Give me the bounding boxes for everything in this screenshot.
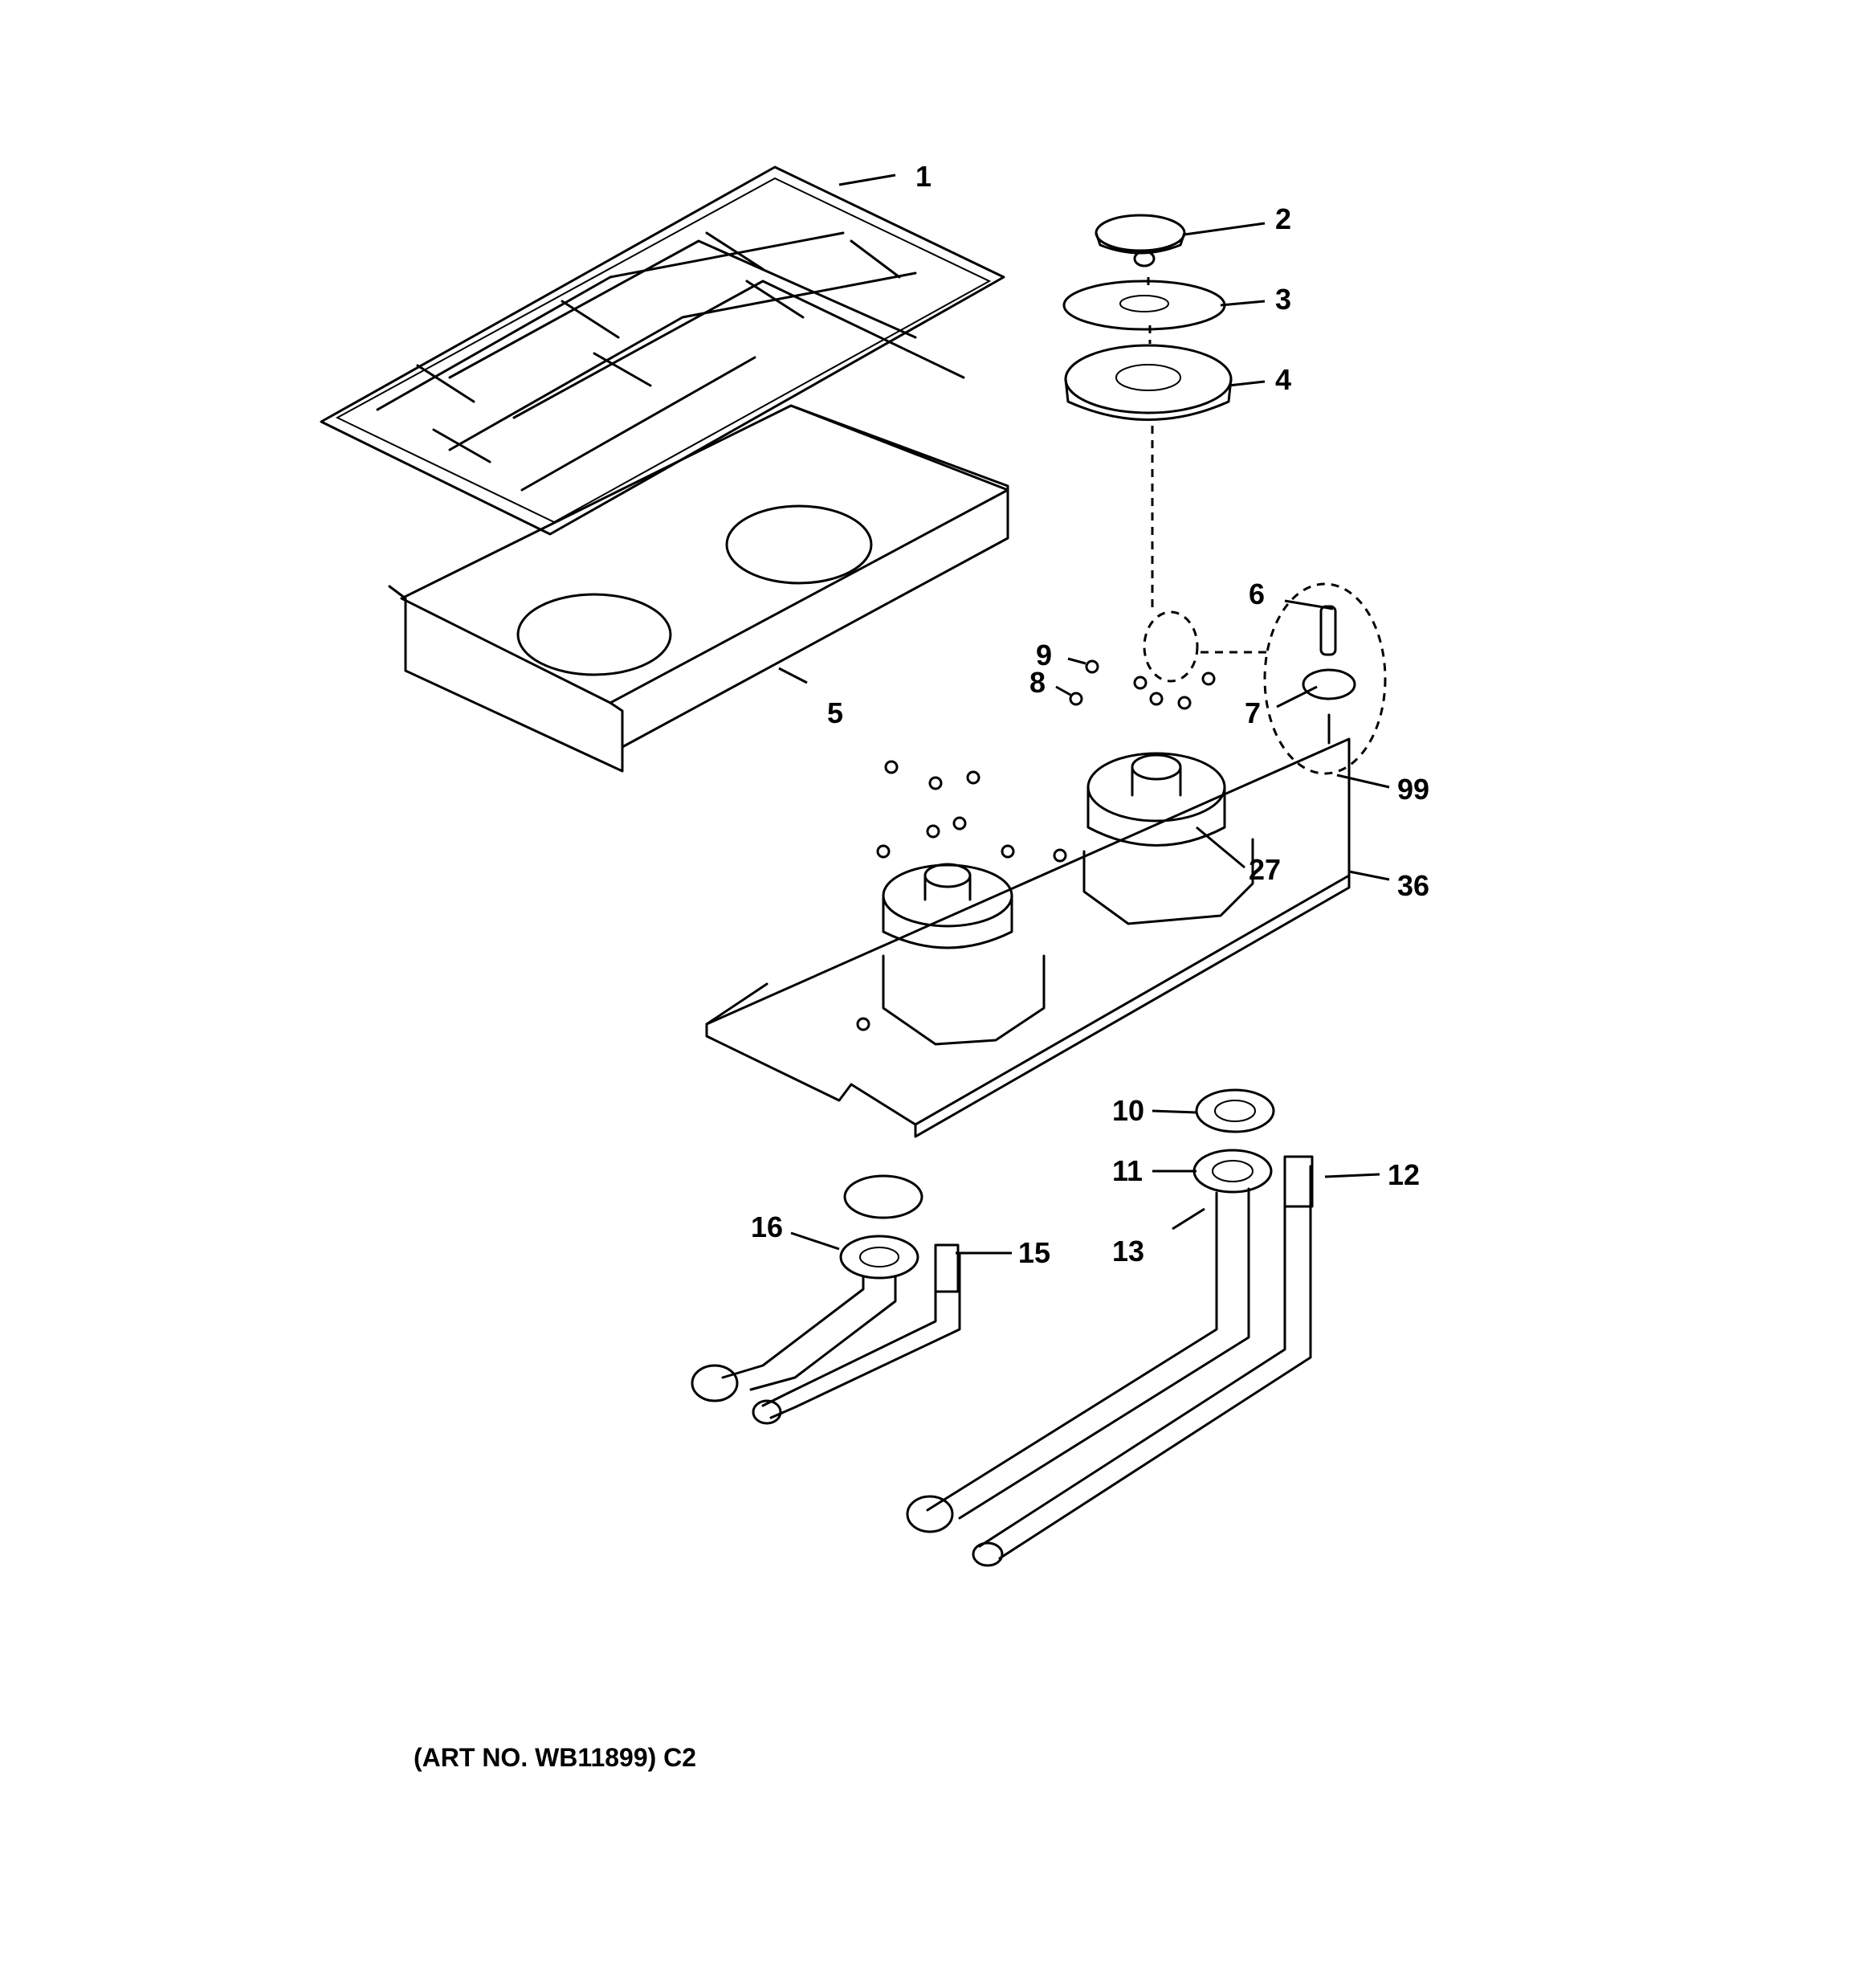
callout-27: 27	[1249, 853, 1281, 886]
callout-36: 36	[1397, 869, 1429, 902]
callout-1: 1	[915, 160, 932, 193]
callout-15: 15	[1018, 1236, 1050, 1269]
callout-8: 8	[1029, 666, 1046, 699]
part-3-burner-spreader	[1062, 280, 1226, 331]
leader-lines	[778, 173, 1390, 1255]
callout-2: 2	[1275, 202, 1291, 235]
screws	[856, 659, 1216, 1031]
callout-99: 99	[1397, 773, 1429, 806]
part-36-burner-box	[705, 737, 1351, 1138]
part-11-gasket	[1192, 1149, 1273, 1194]
callout-16: 16	[751, 1210, 783, 1243]
callout-4: 4	[1275, 363, 1291, 396]
part-4-burner-head	[1064, 344, 1233, 421]
callout-12: 12	[1388, 1158, 1420, 1191]
part-12-burner-tube-right	[906, 1155, 1314, 1567]
callout-6: 6	[1249, 578, 1265, 610]
callout-3: 3	[1275, 283, 1291, 316]
igniter-detail	[1143, 582, 1387, 775]
callout-10: 10	[1112, 1094, 1144, 1127]
part-10-gasket	[1195, 1088, 1275, 1133]
callout-5: 5	[827, 696, 843, 729]
callout-11: 11	[1112, 1154, 1143, 1187]
part-27-burner-left	[882, 863, 1046, 1046]
part-27-burner-right	[1082, 752, 1254, 925]
art-number-caption: (ART NO. WB11899) C2	[414, 1743, 697, 1772]
callout-7: 7	[1245, 696, 1261, 729]
callout-9: 9	[1036, 639, 1052, 672]
part-2-burner-cap	[1095, 214, 1186, 267]
part-5-drip-pan	[388, 404, 1009, 773]
callout-13: 13	[1112, 1235, 1144, 1268]
part-15-burner-tube-left	[691, 1243, 961, 1425]
part-1-grate	[320, 165, 1005, 536]
callout-labels: 1 2 3 4 5 6 7 8 9 99 27 36 10 11 12 13 1…	[751, 160, 1429, 1269]
part-16-gasket	[839, 1174, 923, 1280]
